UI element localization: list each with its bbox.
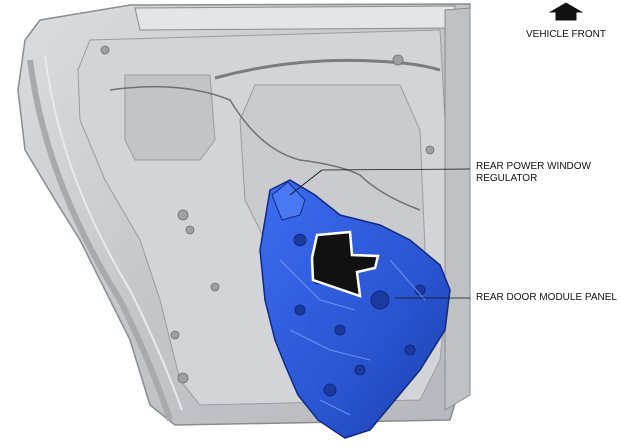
- service-hole: [124, 74, 216, 161]
- door-edge-strip-inner: [44, 54, 183, 411]
- door-edge-strip: [27, 59, 173, 421]
- callout-regulator-label-line1: REAR POWER WINDOW: [476, 161, 591, 172]
- callout-line-regulator: [321, 168, 471, 171]
- callout-regulator-label: REAR POWER WINDOW REGULATOR: [476, 161, 591, 185]
- rear-power-window-regulator: [271, 181, 306, 221]
- callout-line-regulator-tail: [289, 169, 323, 196]
- callout-regulator-label-line2: REGULATOR: [476, 173, 538, 184]
- removal-direction-arrow-icon: [310, 230, 380, 298]
- module-panel-ribs: [279, 259, 426, 416]
- module-panel-holes: [293, 233, 426, 397]
- callout-module-panel-label: REAR DOOR MODULE PANEL: [476, 292, 617, 303]
- vehicle-front-arrow-icon: [545, 1, 587, 22]
- rear-door-module-panel: [259, 179, 451, 439]
- wire-harness: [109, 85, 421, 211]
- door-pillar: [444, 7, 471, 411]
- window-rail: [214, 58, 441, 80]
- vehicle-front-label: VEHICLE FRONT: [525, 29, 606, 40]
- window-frame: [134, 5, 456, 31]
